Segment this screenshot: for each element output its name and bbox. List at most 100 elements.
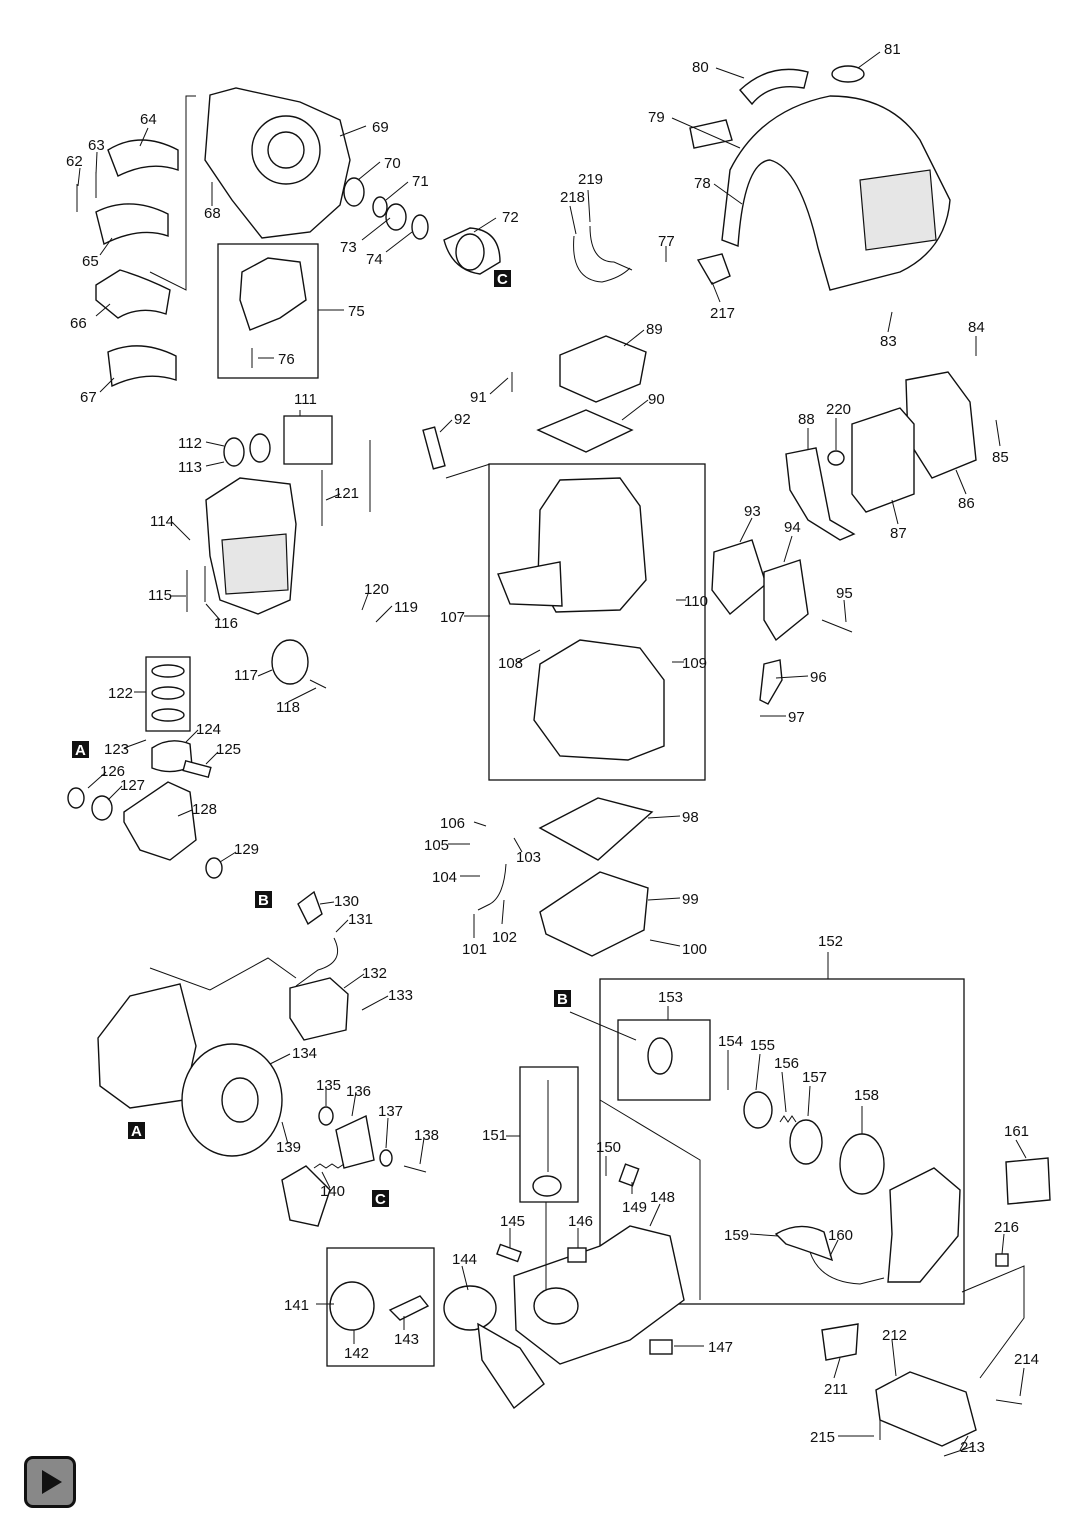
sensor-shape-96: [759, 659, 783, 705]
ring-shape-122b: [151, 686, 185, 700]
bearing-shape-127: [91, 795, 113, 821]
part-label-110: 110: [684, 593, 708, 610]
part-label-137: 137: [378, 1103, 403, 1120]
part-label-118: 118: [276, 699, 300, 716]
part-label-160: 160: [828, 1227, 853, 1244]
filter-shape-149: [618, 1163, 640, 1187]
rope-shape-160: [809, 1251, 885, 1285]
leader-lines: [77, 51, 1027, 1451]
part-label-136: 136: [346, 1083, 371, 1100]
svg-text:B: B: [258, 892, 269, 909]
part-label-66: 66: [70, 315, 87, 332]
part-label-86: 86: [958, 495, 975, 512]
part-label-109: 109: [682, 655, 707, 672]
grommet-shape-145: [496, 1243, 522, 1263]
svg-text:A: A: [75, 742, 86, 759]
tube-shape-102: [477, 863, 507, 911]
part-label-97: 97: [788, 709, 805, 726]
part-label-151: 151: [482, 1127, 507, 1144]
part-label-140: 140: [320, 1183, 345, 1200]
part-label-156: 156: [774, 1055, 799, 1072]
part-label-114: 114: [150, 513, 174, 530]
part-label-96: 96: [810, 669, 827, 686]
part-label-100: 100: [682, 941, 707, 958]
part-label-212: 212: [882, 1327, 907, 1344]
pad-shape-147: [649, 1339, 673, 1355]
part-label-158: 158: [854, 1087, 879, 1104]
label-shape-161: [1005, 1157, 1051, 1205]
part-label-102: 102: [492, 929, 517, 946]
clamp-shape-67: [107, 345, 177, 388]
cylinder-fins-shape: [221, 533, 289, 595]
part-label-126: 126: [100, 763, 125, 780]
play-button[interactable]: [24, 1456, 76, 1508]
plate-shape-94: [763, 559, 809, 642]
ref-tag-c-upper: C: [494, 270, 511, 288]
part-label-147: 147: [708, 1339, 733, 1356]
part-label-111: 111: [294, 391, 317, 408]
part-shapes: [67, 65, 1051, 1457]
part-label-99: 99: [682, 891, 699, 908]
part-label-214: 214: [1014, 1351, 1039, 1368]
fuel-tank-shape-148: [513, 1225, 685, 1365]
box-152: [599, 978, 965, 1305]
clamp-shape-66: [95, 269, 171, 319]
part-label-154: 154: [718, 1033, 743, 1050]
part-label-145: 145: [500, 1213, 525, 1230]
part-label-77: 77: [658, 233, 675, 250]
ref-tag-c-lower: C: [372, 1190, 389, 1208]
part-label-161: 161: [1004, 1123, 1029, 1140]
part-label-157: 157: [802, 1069, 827, 1086]
part-label-215: 215: [810, 1429, 835, 1446]
part-label-94: 94: [784, 519, 801, 536]
part-label-152: 152: [818, 933, 843, 950]
box-151: [519, 1066, 579, 1203]
part-label-219: 219: [578, 171, 603, 188]
part-label-146: 146: [568, 1213, 593, 1230]
label-shape-81: [831, 65, 865, 83]
ring-shape-122a: [151, 664, 185, 678]
part-label-71: 71: [412, 173, 429, 190]
part-label-85: 85: [992, 449, 1009, 466]
box-107: [488, 463, 706, 781]
part-label-64: 64: [140, 111, 157, 128]
bearing-shape-129: [205, 857, 223, 879]
part-label-83: 83: [880, 333, 897, 350]
part-label-216: 216: [994, 1219, 1019, 1236]
tag-shape-144: [477, 1322, 545, 1410]
bearing-shape-73: [385, 203, 407, 231]
bracket-shape-217: [696, 253, 731, 285]
cap-shape-220: [827, 450, 845, 466]
box-111: [283, 415, 333, 465]
spring-shape-140: [313, 1163, 345, 1169]
part-label-115: 115: [148, 587, 172, 604]
part-label-144: 144: [452, 1251, 477, 1268]
clutch-drum-face-72: [455, 233, 485, 271]
part-label-106: 106: [440, 815, 465, 832]
part-label-112: 112: [178, 435, 202, 452]
plug-cap-shape-130: [297, 890, 323, 926]
part-label-134: 134: [292, 1045, 317, 1062]
part-label-92: 92: [454, 411, 471, 428]
label-shape-211: [821, 1323, 859, 1361]
o-ring-shape-144: [443, 1285, 497, 1331]
bolt-shape-138: [403, 1165, 427, 1173]
oil-pan-gasket-98: [538, 797, 654, 861]
part-label-90: 90: [648, 391, 665, 408]
part-label-67: 67: [80, 389, 97, 406]
part-label-139: 139: [276, 1139, 301, 1156]
reel-shape-158: [839, 1133, 885, 1195]
pin-shape-118: [309, 679, 327, 689]
part-label-73: 73: [340, 239, 357, 256]
part-label-108: 108: [498, 655, 523, 672]
part-label-68: 68: [204, 205, 221, 222]
part-label-70: 70: [384, 155, 401, 172]
washer-shape-137: [379, 1149, 393, 1167]
oil-pan-shape-99: [539, 871, 649, 957]
ring-shape-74: [411, 214, 429, 240]
part-label-120: 120: [364, 581, 389, 598]
clip-shape-143: [388, 1295, 430, 1321]
part-label-133: 133: [388, 987, 413, 1004]
spring-shape-113b: [249, 433, 271, 463]
